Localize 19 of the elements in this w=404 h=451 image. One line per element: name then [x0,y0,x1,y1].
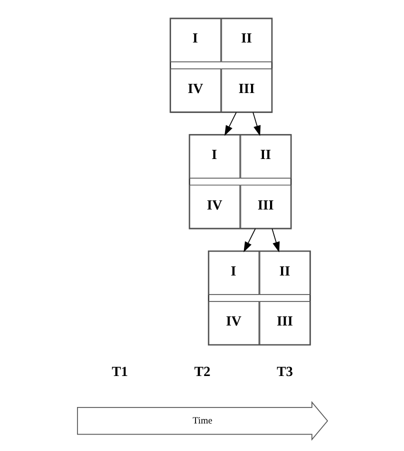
node-box: II [258,250,310,295]
arrow [243,228,256,252]
node-box: I [208,250,259,295]
node-box: III [220,68,272,113]
node-box: III [240,184,291,229]
node-box: III [258,301,310,346]
node-box: I [169,18,221,62]
arrow [271,228,280,252]
arrow [224,112,236,136]
label: T1 [111,364,128,380]
label: T3 [276,364,292,380]
node-box: II [220,18,272,62]
node-box: IV [188,184,240,229]
node-box: IV [169,68,221,113]
arrow [252,112,260,136]
label: T2 [194,364,210,380]
node-box: IV [208,301,259,346]
node-box: II [240,134,291,179]
node-box: I [188,134,240,179]
